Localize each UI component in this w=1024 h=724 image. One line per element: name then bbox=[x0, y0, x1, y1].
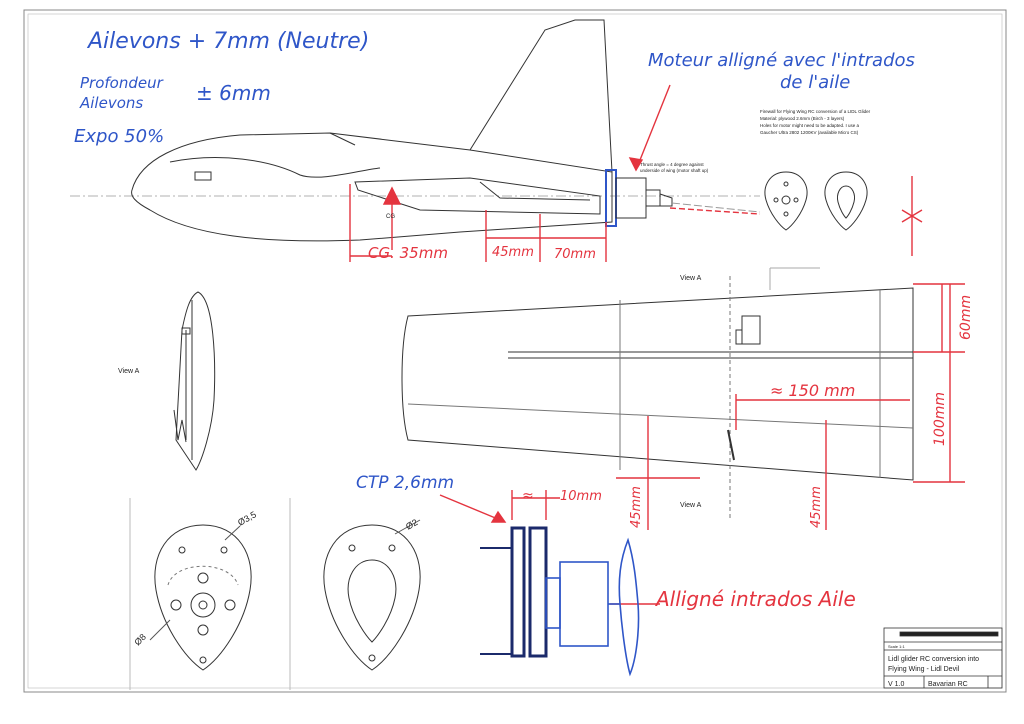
dim-10: 10mm bbox=[560, 489, 602, 504]
info-line-3: Holes for motor might need to be adapted… bbox=[760, 123, 860, 128]
thrust-note: Thrust angle = 4 degree against undersid… bbox=[640, 162, 709, 173]
view-a-left-label: View A bbox=[118, 368, 140, 375]
prop-shaft bbox=[659, 193, 673, 207]
tb-version: V 1.0 bbox=[888, 681, 904, 688]
wing-top-view bbox=[401, 267, 914, 520]
note-moteur-line-2: de l'aile bbox=[780, 72, 850, 93]
side-view bbox=[70, 19, 761, 242]
hatch bbox=[194, 171, 212, 181]
tb-author: Bavarian RC bbox=[928, 681, 968, 688]
motor-side bbox=[615, 177, 647, 219]
firewall-ring-cutout bbox=[347, 559, 397, 643]
note-prof-value: ± 6mm bbox=[196, 81, 271, 105]
note-alligne: Alligné intrados Aile bbox=[654, 587, 856, 611]
note-prof-line-1: Profondeur bbox=[80, 74, 164, 92]
firewall-top-views bbox=[764, 171, 868, 231]
tail-fin bbox=[469, 19, 613, 173]
view-a-left bbox=[173, 291, 216, 471]
blue-propeller bbox=[618, 537, 640, 677]
info-line-4: Gaucher Ultra 2802 1200KV (available Mic… bbox=[760, 130, 859, 135]
firewall-detail bbox=[129, 498, 421, 690]
dim-45-left: 45mm bbox=[629, 486, 644, 528]
thrust-line-2: underside of wing (motor shaft up) bbox=[640, 168, 709, 173]
dia-3-5-label: Ø3,5 bbox=[236, 509, 258, 527]
cg-print-label: CG bbox=[386, 214, 395, 220]
tb-scale: Scale 1:1 bbox=[888, 644, 905, 649]
view-a-top-label: View A bbox=[680, 275, 702, 282]
info-line-1: Firewall for Flying Wing RC conversion o… bbox=[760, 109, 871, 114]
wing-root bbox=[354, 177, 601, 215]
motor-hub bbox=[645, 189, 661, 207]
note-ctp: CTP 2,6mm bbox=[356, 473, 454, 493]
blue-motor bbox=[559, 561, 609, 647]
note-ailerons: Ailevons + 7mm (Neutre) bbox=[86, 29, 369, 54]
firewall-plate-ring bbox=[323, 524, 421, 671]
motor-shaft-hole bbox=[190, 592, 216, 618]
view-a-bottom-label: View A bbox=[680, 502, 702, 509]
dim-approx: ≈ bbox=[522, 488, 534, 504]
firewall-plate-front bbox=[154, 524, 252, 671]
dim-100: 100mm bbox=[932, 392, 948, 446]
dim-150: ≈ 150 mm bbox=[770, 381, 855, 400]
firewall-side bbox=[605, 169, 617, 227]
dia-8-label: Ø8 bbox=[132, 632, 148, 648]
note-prof-line-2: Ailevons bbox=[79, 94, 143, 112]
firewall-ring-small bbox=[824, 171, 868, 231]
wing-slot bbox=[479, 181, 591, 201]
sheet-frame bbox=[23, 9, 1007, 693]
note-moteur-line-1: Moteur alligné avec l'intrados bbox=[648, 50, 915, 71]
blue-firewall-sketch bbox=[480, 526, 640, 677]
canopy-line bbox=[169, 157, 381, 178]
wing-outline bbox=[401, 287, 914, 481]
fuselage-outline bbox=[131, 132, 613, 242]
dia-2-label: Ø2 bbox=[404, 517, 419, 532]
dim-cg: CG. 35mm bbox=[368, 244, 448, 262]
firewall-front-small bbox=[764, 171, 808, 231]
view-a-outline bbox=[175, 291, 216, 471]
tb-title-2: Flying Wing - Lidl Devil bbox=[888, 666, 960, 673]
info-block: Firewall for Flying Wing RC conversion o… bbox=[760, 109, 871, 135]
dim-70: 70mm bbox=[554, 247, 596, 262]
red-markup bbox=[349, 84, 965, 605]
dim-45: 45mm bbox=[492, 245, 534, 260]
title-block bbox=[883, 627, 1003, 689]
dim-60: 60mm bbox=[958, 295, 974, 340]
dim-45-right: 45mm bbox=[809, 486, 824, 528]
thrust-line-1: Thrust angle = 4 degree against bbox=[640, 162, 704, 167]
moteur-arrow bbox=[635, 84, 671, 171]
tb-title-1: Lidl glider RC conversion into bbox=[888, 656, 979, 663]
sheet-frame-inner bbox=[27, 13, 1003, 689]
note-expo: Expo 50% bbox=[74, 126, 164, 147]
info-line-2: Material: plywood 2.6mm (Birch - 3 layer… bbox=[760, 116, 845, 121]
